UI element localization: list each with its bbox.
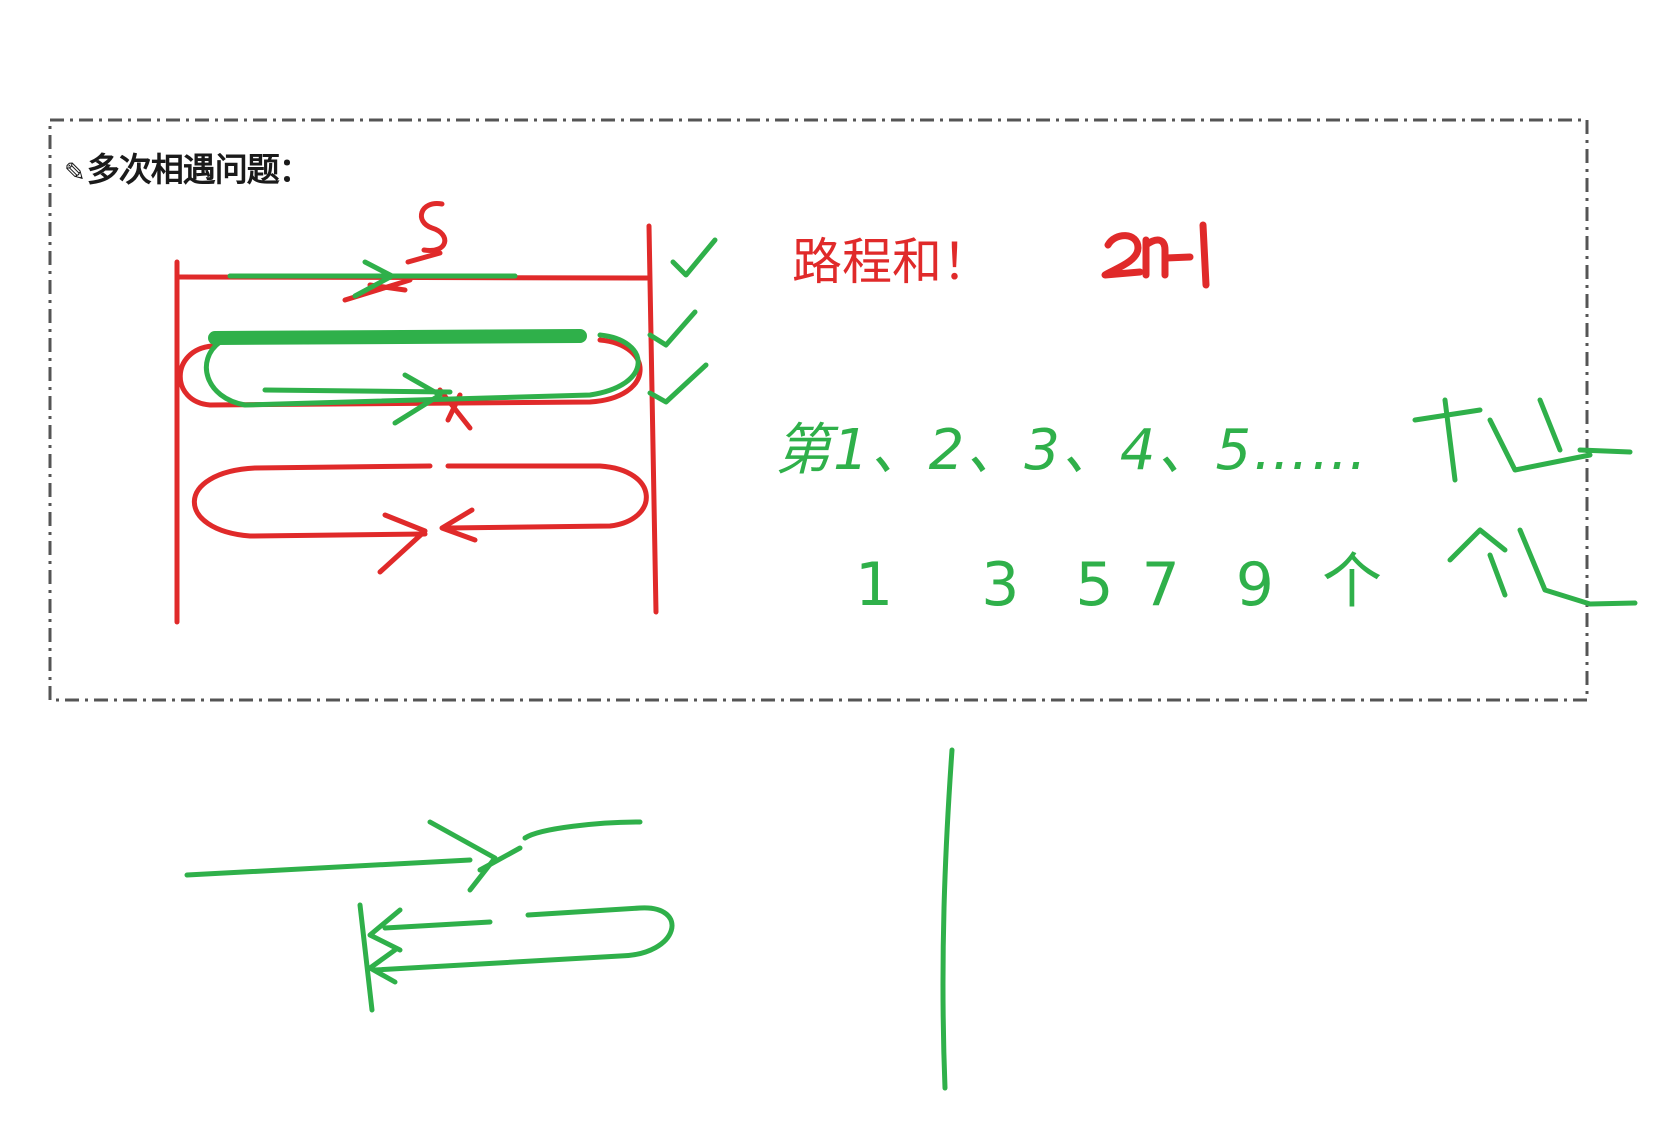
formula-strokes: [1101, 221, 1210, 289]
page-title: ✎多次相遇问题：: [64, 143, 312, 191]
full-distance-row: 1 3 5 7 9 个: [855, 540, 1382, 620]
lower-vertical-tick: [357, 902, 375, 1013]
path-sum-label: 路程和！: [792, 233, 992, 291]
lower-divider-line: [940, 747, 955, 1091]
check-mark-3: [647, 362, 709, 405]
red-loop-2-left: [192, 463, 433, 539]
check-mark-1: [670, 237, 718, 278]
green-diagram: [184, 237, 1638, 1091]
full-distance-1: 1: [855, 550, 894, 620]
red-arrow-left: [439, 507, 478, 543]
red-diagram: [174, 201, 659, 625]
green-inner-arrow: [262, 387, 453, 395]
full-distance-7: 7: [1141, 550, 1180, 620]
red-loop-2-right: [445, 463, 649, 531]
full-distance-5: 5: [1075, 550, 1114, 620]
meeting-order-text: 第1、2、3、4、5……: [775, 418, 1370, 483]
full-distance-3: 3: [981, 550, 1020, 620]
lower-loop: [372, 905, 675, 973]
green-top-arrow-head: [352, 259, 395, 299]
lower-loop-arrow-2: [367, 947, 398, 985]
green-loop: [203, 332, 641, 408]
full-distance-9: 9: [1235, 550, 1274, 620]
s-letter: [419, 201, 448, 253]
green-inner-arrow-head: [392, 372, 443, 426]
right-end-line: [646, 223, 659, 615]
full-distance-unit: 个: [1321, 547, 1382, 617]
check-mark-2: [647, 309, 698, 348]
title-text: 多次相遇问题：: [86, 150, 312, 189]
lower-loop-top: [382, 919, 493, 931]
lower-sketch-head: [427, 819, 498, 893]
red-mid-cross: [437, 387, 473, 431]
dashed-frame: [48, 118, 1589, 702]
lower-sketch-cross: [477, 845, 523, 873]
full-word-strokes: [1447, 527, 1638, 607]
pencil-icon: ✎: [64, 158, 86, 188]
green-thick-band: [208, 329, 587, 345]
lower-sketch-line: [184, 857, 473, 878]
meet-word-strokes: [1412, 397, 1633, 483]
lower-loop-arrow-1: [367, 907, 403, 953]
lower-sketch-back: [522, 819, 643, 841]
red-arrow-right: [377, 512, 428, 575]
s-brace: [405, 250, 443, 265]
